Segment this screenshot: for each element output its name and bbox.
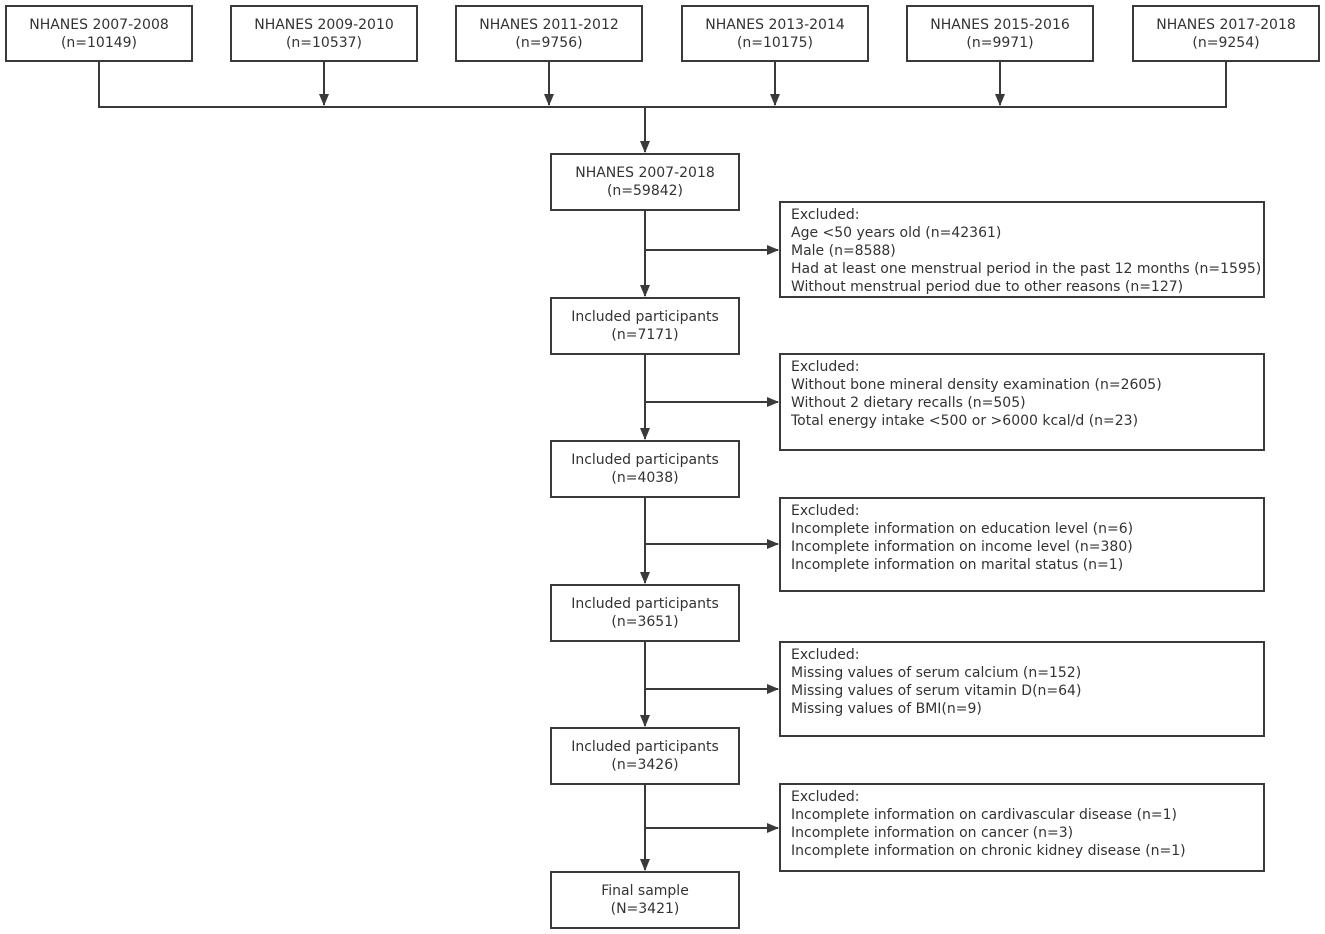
exclusion-item: Male (n=8588) xyxy=(791,243,896,259)
exclusion-item: Total energy intake <500 or >6000 kcal/d… xyxy=(791,413,1139,429)
included-participants-box: Included participants (n=4038) xyxy=(550,440,740,498)
source-title: NHANES 2011-2012 xyxy=(479,16,619,33)
stage-title: NHANES 2007-2018 xyxy=(575,165,715,181)
stage-count: (n=3426) xyxy=(611,757,679,773)
stage-count: (n=59842) xyxy=(606,183,684,199)
exclusion-item: Incomplete information on income level (… xyxy=(791,539,1133,555)
final-sample-box: Final sample (N=3421) xyxy=(550,871,740,929)
exclusion-item: Incomplete information on cancer (n=3) xyxy=(791,825,1074,841)
stage-count: (n=7171) xyxy=(611,327,679,343)
source-box-2013-2014: NHANES 2013-2014 (n=10175) xyxy=(681,5,869,62)
exclusion-item: Incomplete information on cardivascular … xyxy=(791,807,1178,823)
stage-title: Included participants xyxy=(571,309,719,325)
exclusion-item: Without menstrual period due to other re… xyxy=(791,279,1184,295)
source-title: NHANES 2013-2014 xyxy=(705,16,845,33)
source-count: (n=9756) xyxy=(515,34,583,51)
exclusion-box: Excluded: Incomplete information on card… xyxy=(779,783,1265,872)
exclusion-header: Excluded: xyxy=(791,647,860,663)
source-box-2015-2016: NHANES 2015-2016 (n=9971) xyxy=(906,5,1094,62)
stage-title: Included participants xyxy=(571,596,719,612)
exclusion-header: Excluded: xyxy=(791,207,860,223)
exclusion-box: Excluded: Missing values of serum calciu… xyxy=(779,641,1265,737)
pooled-cohort-box: NHANES 2007-2018 (n=59842) xyxy=(550,153,740,211)
included-participants-box: Included participants (n=3651) xyxy=(550,584,740,642)
exclusion-header: Excluded: xyxy=(791,503,860,519)
included-participants-box: Included participants (n=3426) xyxy=(550,727,740,785)
source-count: (n=10149) xyxy=(60,34,138,51)
source-box-2011-2012: NHANES 2011-2012 (n=9756) xyxy=(455,5,643,62)
source-title: NHANES 2017-2018 xyxy=(1156,16,1296,33)
stage-count: (N=3421) xyxy=(610,901,680,917)
source-box-2007-2008: NHANES 2007-2008 (n=10149) xyxy=(5,5,193,62)
exclusion-item: Without 2 dietary recalls (n=505) xyxy=(791,395,1026,411)
exclusion-item: Missing values of serum calcium (n=152) xyxy=(791,665,1082,681)
source-count: (n=9254) xyxy=(1192,34,1260,51)
source-count: (n=10175) xyxy=(736,34,814,51)
source-title: NHANES 2007-2008 xyxy=(29,16,169,33)
source-box-2017-2018: NHANES 2017-2018 (n=9254) xyxy=(1132,5,1320,62)
stage-title: Included participants xyxy=(571,452,719,468)
included-participants-box: Included participants (n=7171) xyxy=(550,297,740,355)
exclusion-header: Excluded: xyxy=(791,789,860,805)
stage-title: Included participants xyxy=(571,739,719,755)
source-title: NHANES 2009-2010 xyxy=(254,16,394,33)
exclusion-box: Excluded: Age <50 years old (n=42361) Ma… xyxy=(779,201,1265,298)
exclusion-box: Excluded: Without bone mineral density e… xyxy=(779,353,1265,451)
exclusion-item: Missing values of serum vitamin D(n=64) xyxy=(791,683,1082,699)
source-count: (n=9971) xyxy=(966,34,1034,51)
exclusion-item: Incomplete information on education leve… xyxy=(791,521,1134,537)
exclusion-header: Excluded: xyxy=(791,359,860,375)
source-title: NHANES 2015-2016 xyxy=(930,16,1070,33)
stage-count: (n=3651) xyxy=(611,614,679,630)
stage-title: Final sample xyxy=(601,883,689,899)
exclusion-item: Had at least one menstrual period in the… xyxy=(791,261,1262,277)
source-count: (n=10537) xyxy=(285,34,363,51)
exclusion-item: Age <50 years old (n=42361) xyxy=(791,225,1002,241)
exclusion-item: Without bone mineral density examination… xyxy=(791,377,1162,393)
stage-count: (n=4038) xyxy=(611,470,679,486)
exclusion-item: Missing values of BMI(n=9) xyxy=(791,701,982,717)
exclusion-item: Incomplete information on marital status… xyxy=(791,557,1124,573)
exclusion-item: Incomplete information on chronic kidney… xyxy=(791,843,1186,859)
source-box-2009-2010: NHANES 2009-2010 (n=10537) xyxy=(230,5,418,62)
exclusion-box: Excluded: Incomplete information on educ… xyxy=(779,497,1265,592)
